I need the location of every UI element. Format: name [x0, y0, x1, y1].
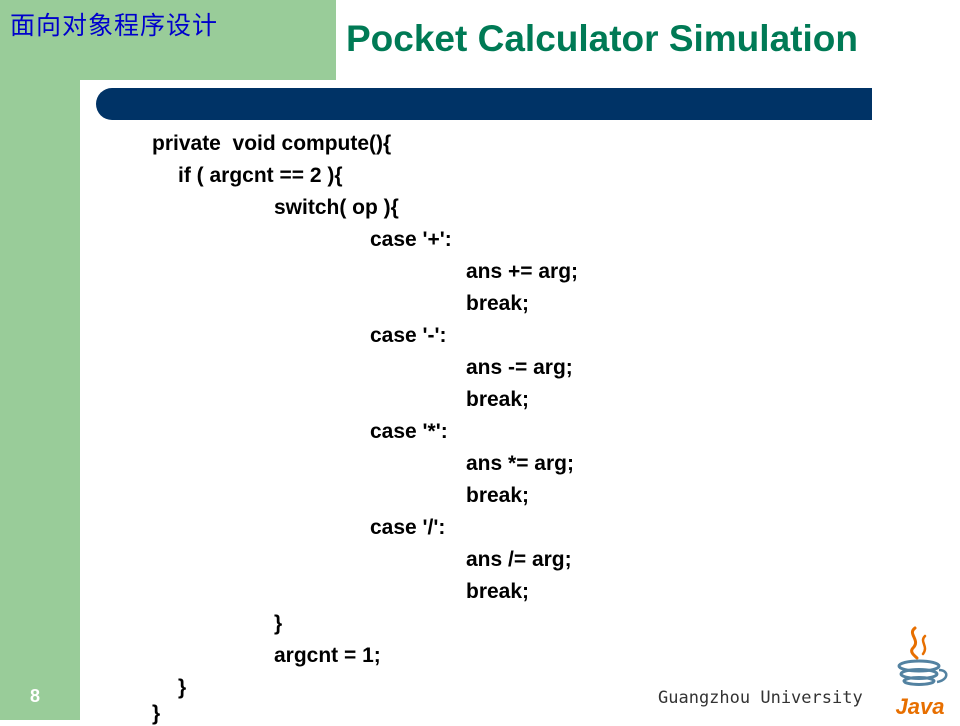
code-line: }: [274, 612, 283, 635]
course-title: 面向对象程序设计: [10, 11, 219, 40]
code-line: case '+':: [370, 228, 452, 251]
code-line: ans *= arg;: [466, 452, 574, 475]
code-line: case '-':: [370, 324, 447, 347]
code-line: argcnt = 1;: [274, 644, 381, 667]
code-line: ans += arg;: [466, 260, 579, 283]
slide-title: Pocket Calculator Simulation: [346, 18, 858, 59]
code-line: }: [152, 702, 161, 725]
code-line: private void compute(){: [152, 132, 392, 155]
code-line: if ( argcnt == 2 ){: [178, 164, 343, 187]
code-line: break;: [466, 580, 530, 603]
title-underline-bar: [96, 88, 872, 120]
page-number: 8: [30, 686, 41, 706]
code-line: break;: [466, 388, 530, 411]
left-sidebar: [0, 0, 80, 720]
code-line: ans /= arg;: [466, 548, 572, 571]
code-line: ans -= arg;: [466, 356, 573, 379]
code-line: break;: [466, 292, 530, 315]
university-name: Guangzhou University: [658, 688, 863, 708]
code-line: break;: [466, 484, 530, 507]
java-logo-text: Java: [896, 694, 945, 719]
code-line: }: [178, 676, 187, 699]
header-corner: [0, 0, 336, 80]
java-logo-icon: Java: [896, 626, 948, 719]
code-line: case '*':: [370, 420, 448, 443]
code-line: case '/':: [370, 516, 446, 539]
code-line: switch( op ){: [274, 196, 399, 219]
